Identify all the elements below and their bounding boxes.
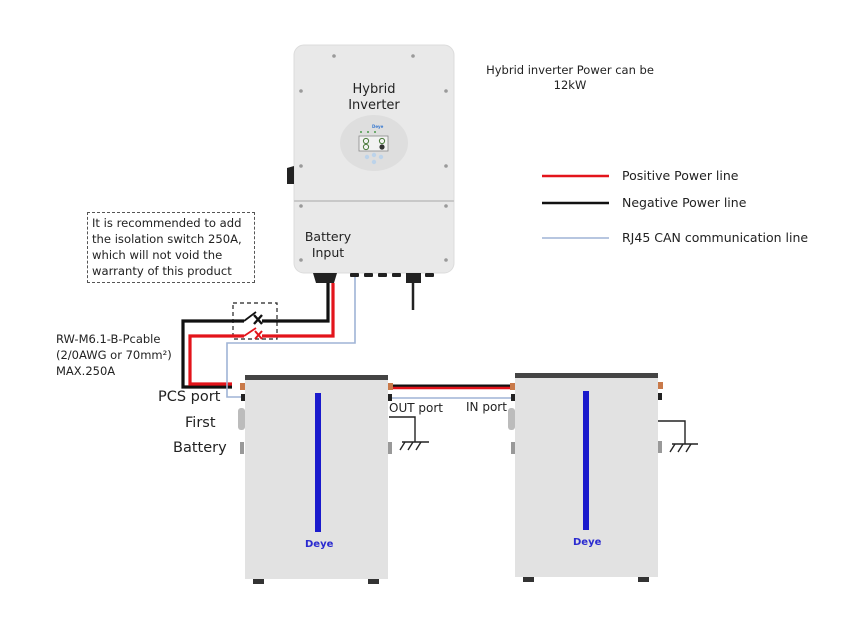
isolation-note-line: warranty of this product (92, 264, 232, 278)
ground-icon (389, 416, 429, 451)
inverter-display-panel (340, 115, 408, 171)
battery-indicator-bar (315, 393, 321, 532)
battery-brand-logo: Deye (305, 539, 334, 550)
out-port-label: OUT port (389, 401, 443, 415)
can-communication-cable-inverter (226, 277, 356, 398)
isolation-note-line: which will not void the (92, 248, 223, 262)
cable-spec-line3: MAX.250A (56, 364, 116, 378)
positive-power-cable (188, 283, 335, 386)
battery-indicator-bar (583, 391, 589, 530)
ground-icon (658, 420, 698, 453)
power-note-line2: 12kW (553, 78, 587, 92)
pcs-port-label: PCS port (158, 389, 221, 405)
legend-swatches (542, 174, 609, 239)
first-label: First (185, 415, 216, 431)
cable-spec-line1: RW-M6.1-B-Pcable (56, 332, 161, 346)
pcs-comm-port (241, 394, 245, 401)
inverter-title: Hybrid Inverter (344, 82, 404, 114)
battery-input-line2: Input (311, 245, 345, 260)
battery-brand-logo: Deye (573, 537, 602, 548)
in-port-label: IN port (466, 400, 507, 414)
switch-contact-x-red (254, 330, 263, 340)
pcs-positive-terminal (240, 383, 245, 390)
second-battery (508, 373, 663, 582)
isolation-note-line: It is recommended to add (92, 216, 242, 230)
battery-handle (508, 408, 515, 430)
legend-positive-label: Positive Power line (622, 168, 739, 183)
battery-terminal-port (313, 273, 337, 283)
battery-input-line1: Battery (304, 229, 352, 244)
cable-spec: RW-M6.1-B-Pcable (2/0AWG or 70mm²) MAX.2… (56, 331, 172, 379)
battery-label: Battery (173, 440, 227, 456)
hybrid-inverter (287, 44, 455, 310)
inverter-side-handle (287, 166, 294, 184)
negative-power-cable (181, 283, 330, 389)
inverter-bottom-ports (313, 273, 434, 310)
battery-link-cables (389, 384, 512, 399)
inverter-title-line1: Hybrid (352, 82, 396, 97)
battery-handle (238, 408, 245, 430)
in-comm-port (511, 394, 515, 401)
out-comm-port (388, 394, 392, 401)
inverter-brand-logo: Deye (372, 124, 384, 129)
legend-negative-label: Negative Power line (622, 195, 747, 210)
cable-spec-line2: (2/0AWG or 70mm²) (56, 348, 172, 362)
inverter-title-line2: Inverter (348, 98, 400, 113)
first-battery (238, 375, 393, 584)
isolation-note-line: the isolation switch 250A, (92, 232, 242, 246)
battery-input-label: Battery Input (298, 229, 358, 261)
legend-can-label: RJ45 CAN communication line (622, 230, 809, 245)
power-note-line1: Hybrid inverter Power can be (486, 63, 654, 77)
out-positive-terminal (388, 383, 393, 390)
switch-contact-x-black (253, 314, 263, 325)
power-capacity-note: Hybrid inverter Power can be 12kW (484, 63, 656, 93)
isolation-switch-note: It is recommended to add the isolation s… (87, 212, 255, 283)
in-positive-terminal (510, 383, 515, 390)
inverter-screws (299, 54, 448, 262)
